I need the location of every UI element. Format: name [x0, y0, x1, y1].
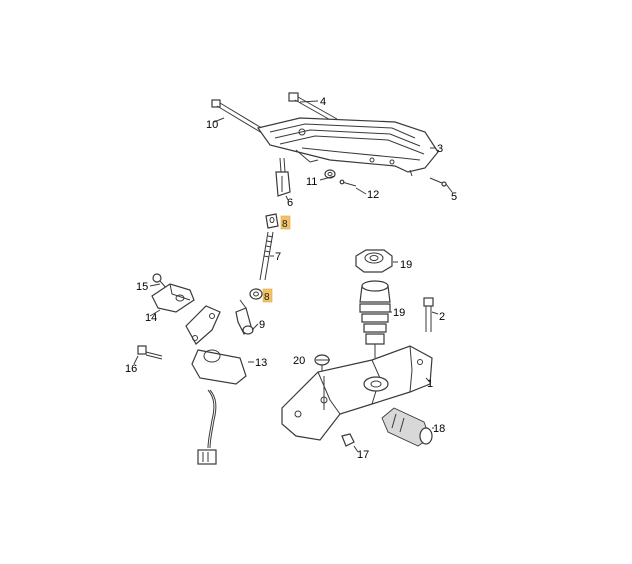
washer-11 [324, 169, 336, 179]
link-plate [185, 305, 221, 345]
nut-8-upper [265, 213, 279, 229]
lever-9 [235, 299, 254, 335]
label-14: 14 [145, 312, 157, 324]
nut-8-lower [249, 288, 263, 300]
label-2: 2 [439, 311, 445, 323]
highlight-8-upper [280, 215, 291, 230]
label-10: 10 [206, 119, 218, 131]
label-9: 9 [259, 319, 265, 331]
label-16: 16 [125, 363, 137, 375]
screw-16 [137, 345, 163, 360]
leader-lines [133, 100, 453, 453]
clevis-6 [275, 157, 291, 197]
switch-18 [381, 407, 433, 447]
hex-nut-19 [355, 249, 393, 273]
rod-7 [259, 231, 274, 281]
label-5: 5 [451, 191, 457, 203]
screw-5 [429, 177, 447, 187]
label-1: 1 [427, 378, 433, 390]
label-4: 4 [320, 96, 326, 108]
bolt-10 [211, 99, 266, 134]
label-6: 6 [287, 197, 293, 209]
pin-12 [339, 179, 357, 187]
label-8-lower: 8 [264, 292, 270, 303]
nut-17 [341, 433, 355, 447]
label-3: 3 [437, 143, 443, 155]
highlight-8-lower [262, 288, 273, 303]
label-20: 20 [293, 355, 305, 367]
label-7: 7 [275, 251, 281, 263]
label-13: 13 [255, 357, 267, 369]
pedal-pad-3 [256, 117, 439, 177]
label-19-upper: 19 [400, 259, 412, 271]
main-bracket-1 [281, 345, 433, 441]
sensor-13 [191, 349, 247, 465]
spring-bumper-19 [359, 280, 391, 358]
label-8-upper: 8 [282, 219, 288, 230]
label-18: 18 [433, 423, 445, 435]
bracket-14 [151, 283, 195, 313]
label-12: 12 [367, 189, 379, 201]
label-19-lower: 19 [393, 307, 405, 319]
bolt-4 [288, 92, 338, 123]
label-11: 11 [306, 176, 317, 188]
label-15: 15 [136, 281, 148, 293]
label-17: 17 [357, 449, 369, 461]
bolt-2 [423, 297, 434, 332]
